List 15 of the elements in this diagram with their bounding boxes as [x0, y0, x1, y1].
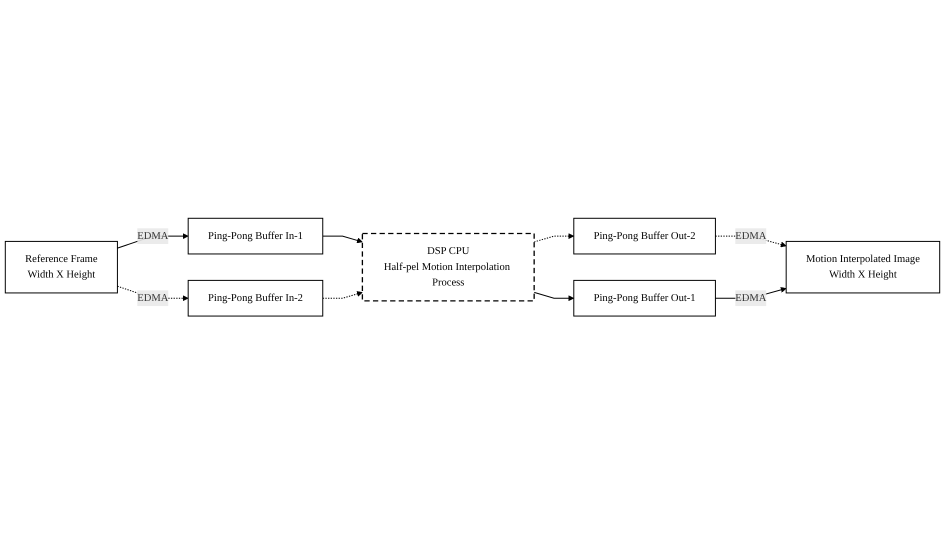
- arrow: [534, 292, 574, 302]
- edge-label: EDMA: [137, 292, 168, 304]
- node-box: Motion Interpolated Image Width X Height: [786, 241, 940, 294]
- edge-label: EDMA: [137, 230, 168, 242]
- arrow: [322, 236, 363, 244]
- node-box: Reference Frame Width X Height: [4, 241, 118, 294]
- edge-label: EDMA: [735, 230, 766, 242]
- node-box: Ping-Pong Buffer In-1: [188, 218, 324, 255]
- arrow: [534, 234, 574, 243]
- node-box: Ping-Pong Buffer Out-1: [573, 280, 716, 317]
- node-box: Ping-Pong Buffer In-2: [188, 280, 324, 317]
- node-box: Ping-Pong Buffer Out-2: [573, 218, 716, 255]
- node-box: DSP CPU Half-pel Motion Interpolation Process: [362, 233, 535, 302]
- edge-label: EDMA: [735, 292, 766, 304]
- arrow: [322, 291, 363, 300]
